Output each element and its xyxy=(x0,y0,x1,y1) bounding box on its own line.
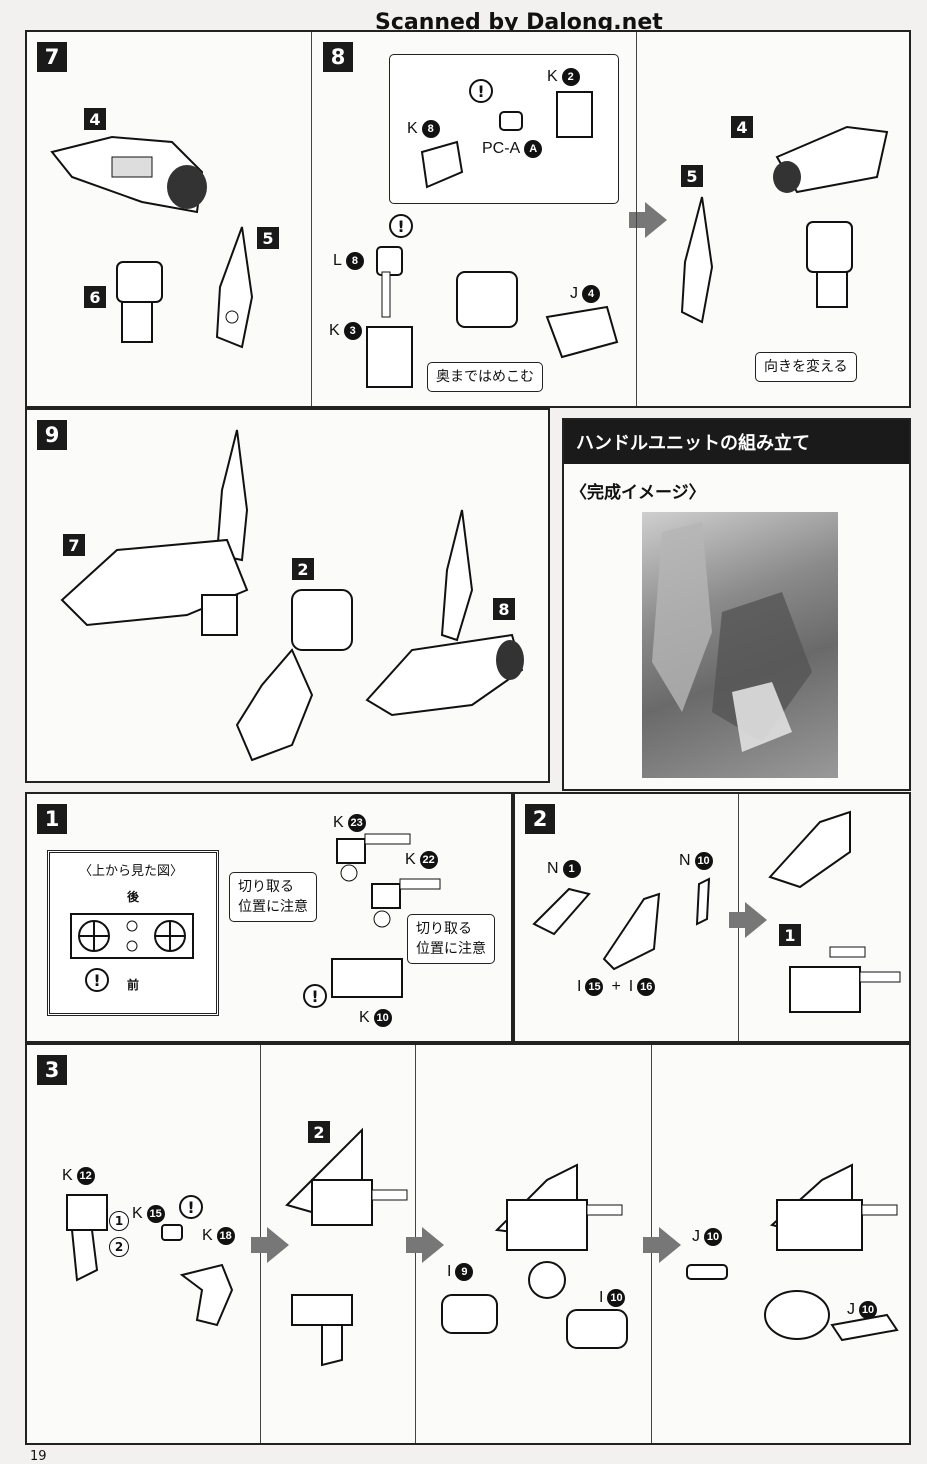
next-arrow xyxy=(629,202,667,238)
callout-6: 6 xyxy=(84,286,106,308)
warning-icon: ! xyxy=(179,1195,203,1219)
callout-2: 2 xyxy=(308,1121,330,1143)
warning-icon: ! xyxy=(303,984,327,1008)
warning-icon: ! xyxy=(85,968,109,992)
page-number: 19 xyxy=(30,1449,47,1464)
top-view-back: 後 xyxy=(127,890,140,904)
center-joint-drawing xyxy=(235,589,353,762)
left-wing-assembly-drawing xyxy=(60,429,249,636)
step3-parts-drawing xyxy=(66,1194,234,1327)
right-wing-assembly-drawing xyxy=(365,509,524,717)
completed-image-subtitle: 〈完成イメージ〉 xyxy=(570,483,706,503)
assembled-part-drawing xyxy=(680,125,889,324)
step8-parts-drawing xyxy=(366,246,619,388)
handle-unit-header: ハンドルユニットの組み立て xyxy=(564,420,909,464)
callout-4: 4 xyxy=(84,108,106,130)
order-2-marker: 2 xyxy=(109,1237,129,1257)
step-2-number: 2 xyxy=(525,804,555,834)
step-7-number: 7 xyxy=(37,42,67,72)
note-insert-fully: 奥まではめこむ xyxy=(427,362,543,392)
note-change-orientation: 向きを変える xyxy=(755,352,857,382)
step2-assembled-drawing xyxy=(768,810,901,1013)
top-view-drawing xyxy=(70,913,194,959)
callout-5: 5 xyxy=(257,227,279,249)
callout-7: 7 xyxy=(63,534,85,556)
top-view-front: 前 xyxy=(127,978,140,992)
step3-stage4-drawing xyxy=(686,1163,899,1342)
next-arrow xyxy=(643,1227,681,1263)
order-1-marker: 1 xyxy=(109,1211,129,1231)
joint-part-drawing xyxy=(116,261,163,343)
step-3-number: 3 xyxy=(37,1055,67,1085)
warning-icon: ! xyxy=(469,79,493,103)
completed-image-photo xyxy=(642,512,838,778)
step1-parts-drawing xyxy=(331,833,441,998)
callout-1: 1 xyxy=(779,924,801,946)
step-9-panel: 9 7 2 8 xyxy=(25,408,550,783)
callout-2: 2 xyxy=(292,558,314,580)
inset-parts-drawing xyxy=(420,91,593,189)
callout-4: 4 xyxy=(731,116,753,138)
step-1-number: 1 xyxy=(37,804,67,834)
next-arrow xyxy=(406,1227,444,1263)
top-view-title: 〈上から見た図〉 xyxy=(79,864,184,879)
divider xyxy=(311,32,312,406)
handle-unit-panel: ハンドルユニットの組み立て 〈完成イメージ〉 xyxy=(562,418,911,791)
callout-8: 8 xyxy=(493,598,515,620)
callout-5: 5 xyxy=(681,165,703,187)
next-arrow xyxy=(251,1227,289,1263)
step-9-number: 9 xyxy=(37,420,67,450)
next-arrow xyxy=(729,902,767,938)
blade-part-drawing xyxy=(215,226,254,349)
step2-parts-drawing xyxy=(532,877,711,971)
note-cut-position: 切り取る 位置に注意 xyxy=(407,914,495,964)
step3-stage2-drawing xyxy=(285,1127,408,1367)
note-cut-position: 切り取る 位置に注意 xyxy=(229,872,317,922)
divider xyxy=(636,32,637,406)
wing-part-drawing xyxy=(50,135,207,214)
step3-stage3-drawing xyxy=(441,1163,628,1349)
step-8-number: 8 xyxy=(323,42,353,72)
warning-icon: ! xyxy=(389,214,413,238)
